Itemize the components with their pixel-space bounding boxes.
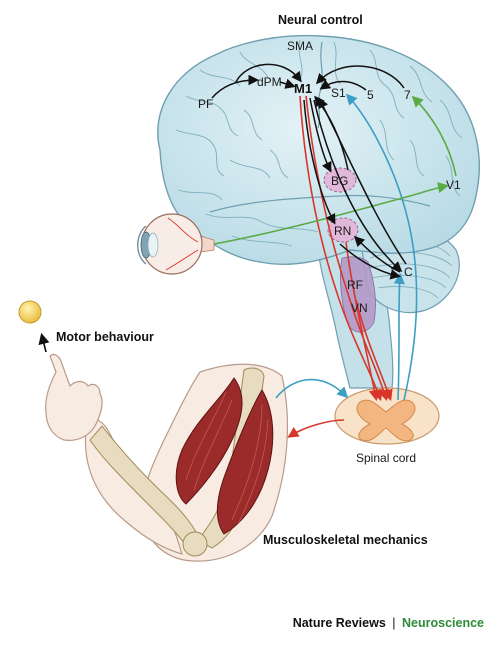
hand — [45, 353, 103, 441]
label-mechanics: Musculoskeletal mechanics — [263, 533, 428, 547]
title-neural-control: Neural control — [278, 13, 363, 27]
label-m1: M1 — [294, 81, 312, 96]
sma-to-m1 — [235, 63, 302, 83]
label-s1: S1 — [331, 86, 346, 100]
journal-credit: Nature Reviews | Neuroscience — [293, 616, 484, 630]
motor-arrow — [38, 332, 50, 353]
motor-efferent-red — [287, 419, 345, 438]
brain — [157, 34, 480, 389]
area7-to-m1 — [315, 65, 405, 89]
label-spinal-cord: Spinal cord — [356, 451, 416, 465]
m1-to-c — [313, 99, 403, 273]
m1-to-bg — [309, 97, 332, 173]
lens — [147, 232, 159, 258]
m1-to-rn — [303, 99, 336, 225]
label-area7: 7 — [404, 88, 411, 102]
rubrospinal-red — [345, 241, 380, 402]
cerebrum — [157, 34, 480, 266]
rn-to-c — [339, 243, 401, 280]
rf-vn-column — [340, 256, 376, 333]
muscle-striations — [185, 391, 269, 525]
journal-name: Nature Reviews — [292, 616, 386, 630]
label-dpm: dPM — [257, 75, 282, 89]
corticospinal-red-1 — [299, 95, 383, 402]
sensory-afferent-blue — [275, 378, 349, 399]
label-bg: BG — [331, 174, 348, 188]
reticulospinal-red — [355, 299, 393, 402]
label-sma: SMA — [287, 39, 313, 53]
elbow-joint — [182, 531, 208, 557]
arm — [45, 353, 289, 562]
label-motor-behaviour: Motor behaviour — [56, 330, 154, 344]
dorsal-stream-green — [411, 95, 457, 177]
biceps-muscle — [175, 377, 243, 505]
area5-to-m1 — [319, 79, 367, 91]
eye-vessels — [165, 217, 199, 271]
label-c: C — [404, 265, 413, 279]
ascending-blue-2 — [345, 93, 418, 401]
labels: Neural control SMA dPM M1 S1 5 7 PF V1 B… — [56, 13, 461, 547]
triceps-muscle — [216, 389, 274, 535]
label-vn: VN — [351, 301, 368, 315]
label-area5: 5 — [367, 88, 374, 102]
journal-section: Neuroscience — [402, 616, 484, 630]
dpm-to-m1 — [279, 78, 296, 89]
cornea — [137, 225, 147, 265]
corticospinal-red-2 — [305, 95, 389, 402]
c-to-m1 — [318, 97, 407, 265]
label-v1: V1 — [446, 178, 461, 192]
label-rf: RF — [347, 278, 363, 292]
gray-matter — [356, 399, 416, 442]
rn-nucleus — [327, 217, 359, 243]
central-sulcus — [317, 41, 323, 129]
ascending-blue-1 — [393, 272, 405, 401]
eye — [137, 213, 215, 275]
target-dot — [18, 300, 42, 324]
label-pf: PF — [198, 97, 213, 111]
credit-separator: | — [392, 616, 396, 630]
spinal-cord — [334, 387, 440, 445]
pf-to-dpm — [211, 74, 259, 99]
visual-pathway-green — [213, 182, 450, 245]
pathways — [211, 63, 457, 438]
label-rn: RN — [334, 224, 351, 238]
